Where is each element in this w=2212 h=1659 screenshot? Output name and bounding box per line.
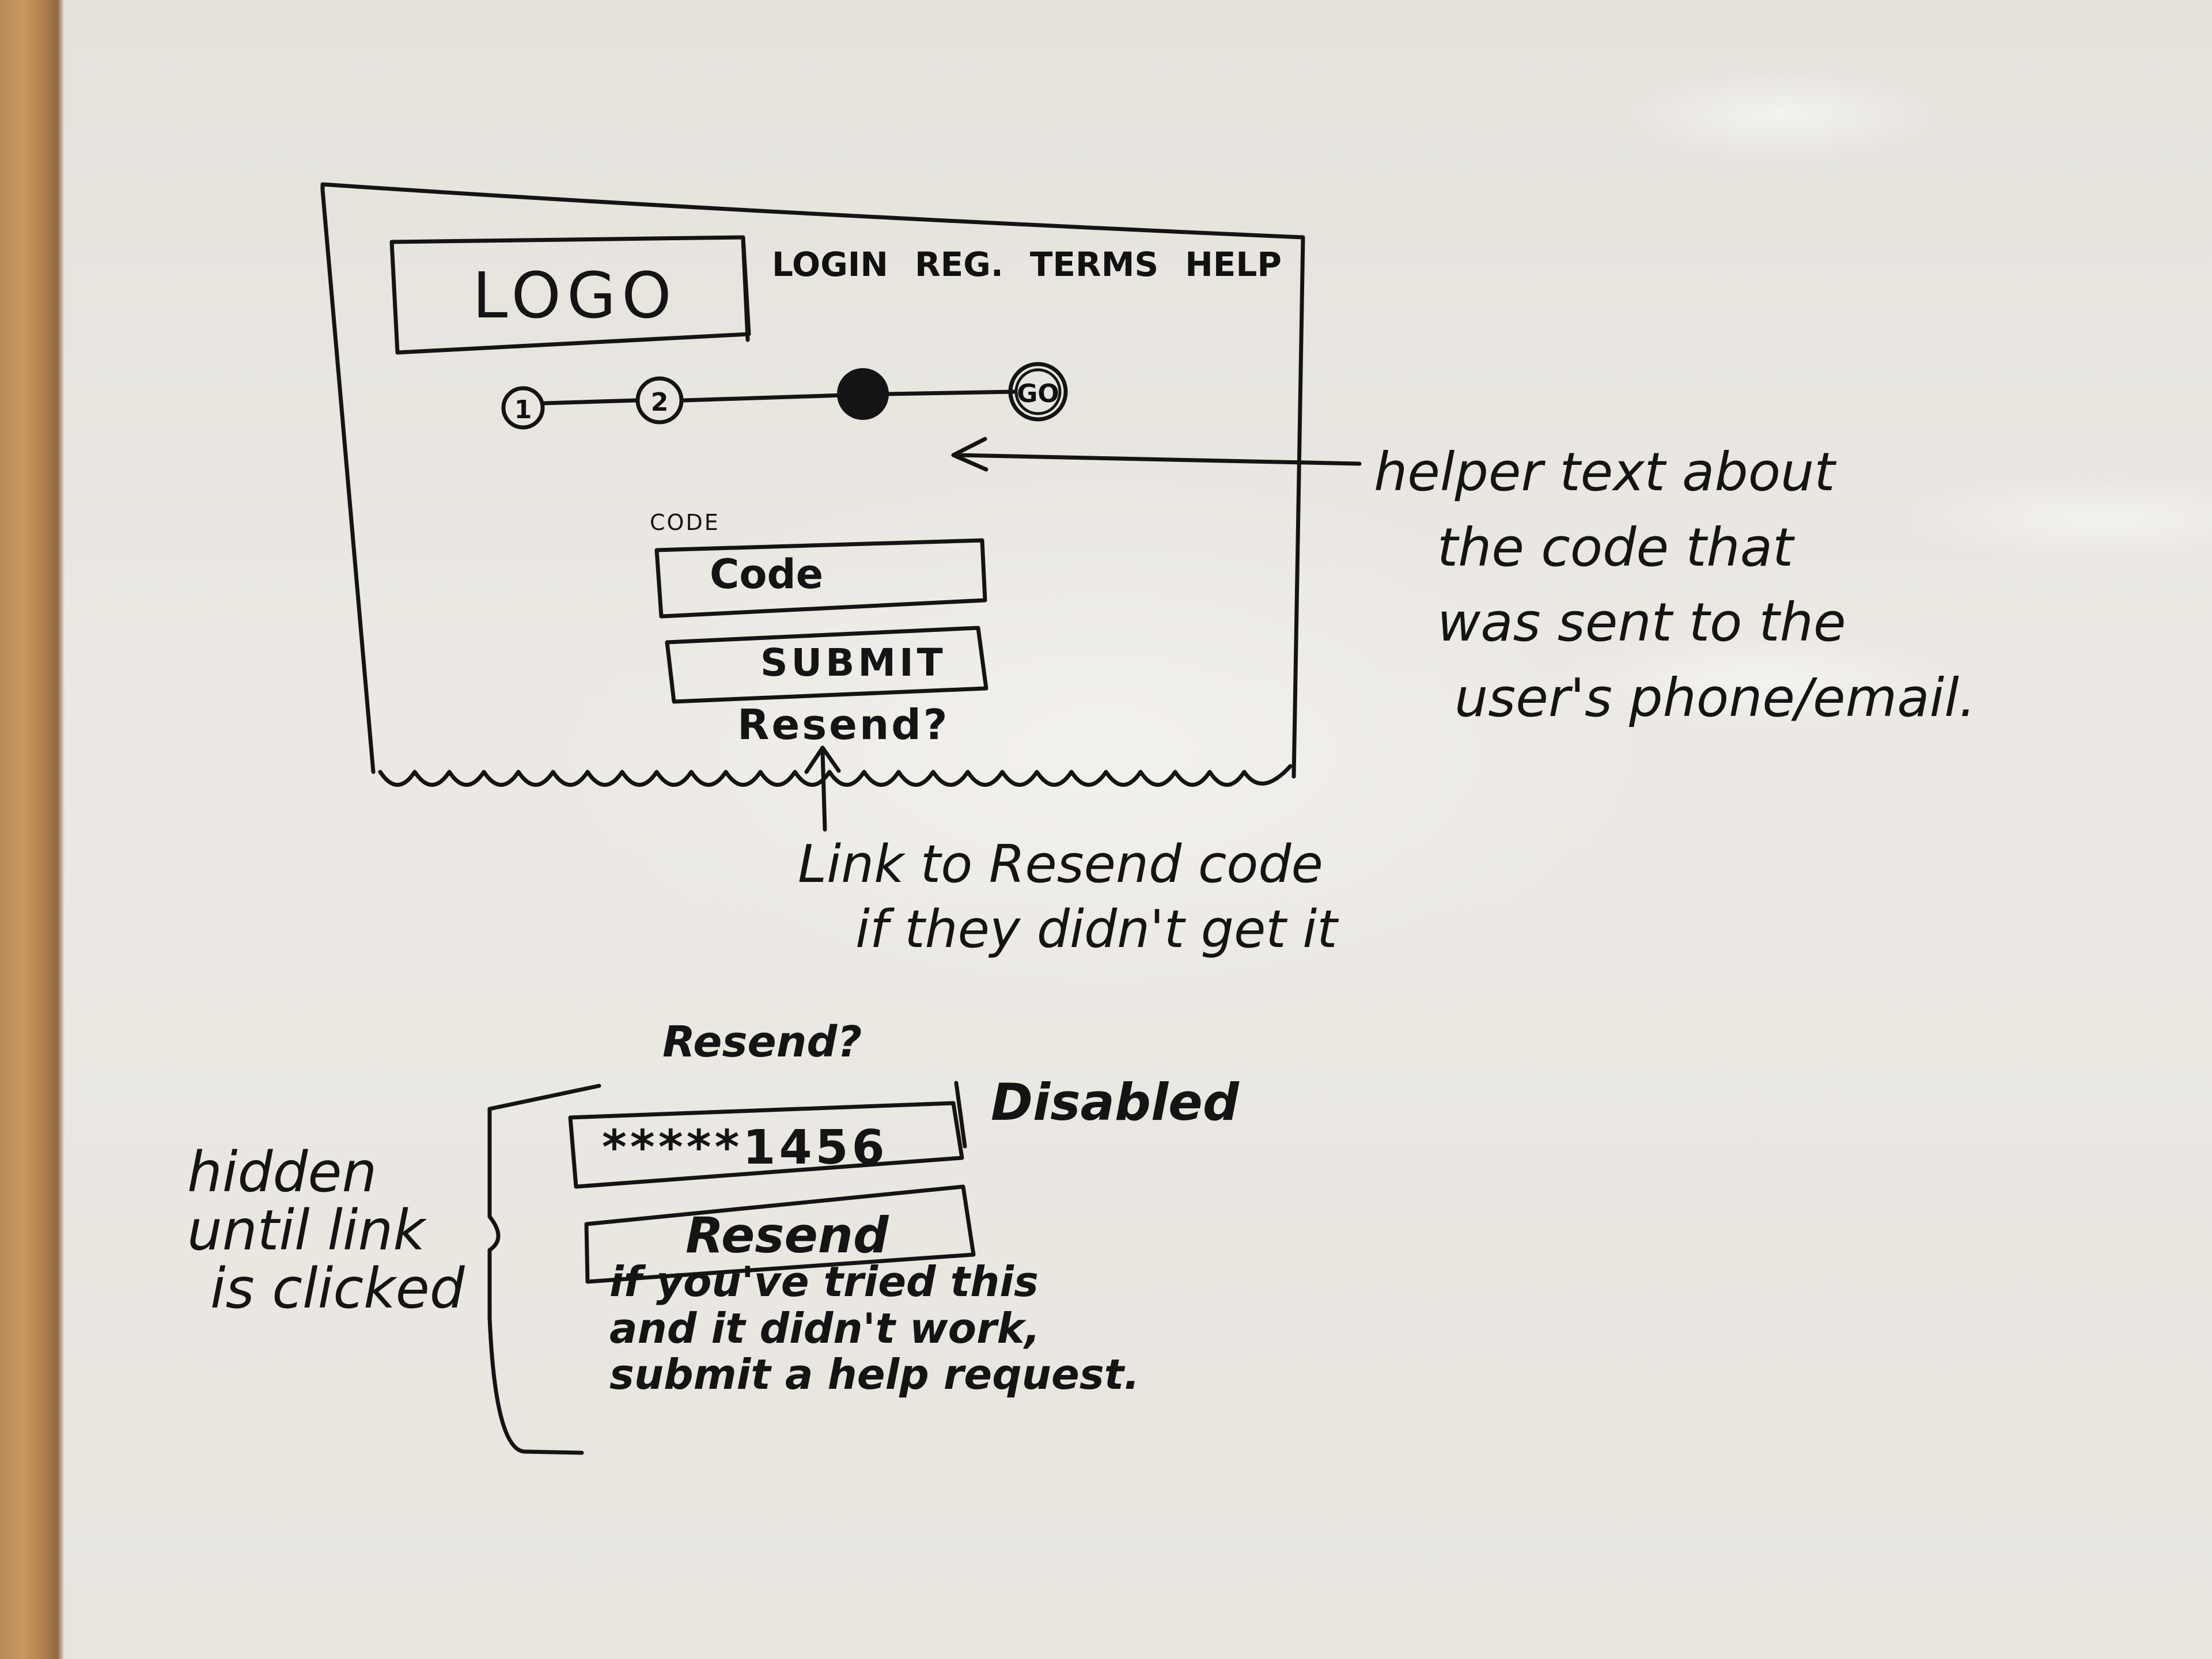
helper-arrow-line bbox=[954, 453, 1362, 466]
nav-register[interactable]: REG. bbox=[914, 245, 1003, 284]
code-input[interactable]: Code bbox=[710, 551, 824, 598]
hidden-section-bracket bbox=[487, 1084, 601, 1455]
submit-button[interactable]: SUBMIT bbox=[760, 641, 946, 685]
resend-link-note: Link to Resend code if they didn't get i… bbox=[798, 834, 1338, 960]
resend-button[interactable]: Resend bbox=[685, 1207, 889, 1264]
masked-contact-field: *****1456 bbox=[602, 1120, 888, 1175]
resend-button-box bbox=[584, 1184, 976, 1284]
hidden-until-clicked-note: hidden until link is clicked bbox=[187, 1140, 465, 1321]
nav-help[interactable]: HELP bbox=[1185, 245, 1282, 284]
resend-arrow-line bbox=[820, 749, 827, 832]
resend-panel-heading: Resend? bbox=[662, 1017, 862, 1067]
code-field-label: CODE bbox=[650, 510, 720, 535]
step-current-dot bbox=[837, 368, 889, 420]
wavy-cut-line bbox=[378, 764, 1293, 787]
nav-terms[interactable]: TERMS bbox=[1029, 245, 1159, 284]
masked-field-box bbox=[568, 1081, 967, 1189]
code-input-box bbox=[654, 538, 987, 619]
helper-arrow-head bbox=[951, 437, 988, 472]
nav-bar: LOGIN REG. TERMS HELP bbox=[772, 245, 1282, 284]
resend-link[interactable]: Resend? bbox=[737, 700, 950, 749]
resend-arrow-head bbox=[804, 745, 841, 774]
help-request-note: if you've tried this and it didn't work,… bbox=[609, 1257, 1140, 1399]
logo-placeholder: LOGO bbox=[472, 259, 677, 332]
step-2-circle bbox=[635, 376, 684, 425]
helper-text-note: helper text about the code that was sent… bbox=[1374, 441, 1976, 729]
step-go-label: GO bbox=[1017, 379, 1059, 408]
step-2-label: 2 bbox=[650, 388, 669, 417]
step-go-circle bbox=[1008, 362, 1068, 422]
submit-button-box bbox=[665, 626, 988, 704]
step-1-label: 1 bbox=[514, 395, 532, 425]
whiteboard bbox=[65, 0, 2212, 1659]
stepper-line bbox=[542, 398, 639, 406]
window-frame bbox=[320, 182, 1305, 779]
disabled-state-label: Disabled bbox=[991, 1073, 1239, 1132]
step-1-circle bbox=[501, 386, 545, 430]
nav-login[interactable]: LOGIN bbox=[772, 245, 888, 284]
logo-box bbox=[389, 235, 751, 355]
